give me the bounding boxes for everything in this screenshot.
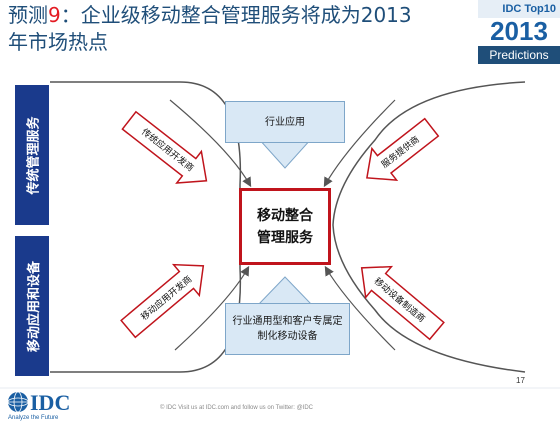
mobile-devices-label-line2: 制化移动设备 xyxy=(257,331,318,342)
side-box-traditional-label: 传统管理服务 xyxy=(26,115,42,195)
page-number: 17 xyxy=(516,376,525,385)
idc-top10-badge: IDC Top10 2013 Predictions xyxy=(478,0,560,64)
badge-predictions: Predictions xyxy=(478,46,560,64)
idc-logo-text: IDC xyxy=(30,390,71,415)
slide-title: 预测9：企业级移动整合管理服务将成为2013 年市场热点 xyxy=(8,2,478,56)
connector-top-left xyxy=(169,99,252,188)
arrow-lower-left-shape xyxy=(120,263,205,339)
arrow-upper-left-shape xyxy=(121,110,208,184)
center-label-line2: 管理服务 xyxy=(257,229,313,246)
side-box-traditional: 传统管理服务 xyxy=(15,85,49,225)
center-label-line1: 移动整合 xyxy=(257,207,313,224)
industry-apps-box: 行业应用 xyxy=(225,101,345,143)
title-line2: 年市场热点 xyxy=(8,30,108,54)
idc-globe-icon xyxy=(7,391,29,413)
footer-note: © IDC Visit us at IDC.com and follow us … xyxy=(160,405,314,411)
badge-year: 2013 xyxy=(490,16,548,46)
connector-bottom-left xyxy=(174,265,250,351)
connector-bottom-right xyxy=(324,265,396,351)
mobile-devices-label-line1: 行业通用型和客户专属定 xyxy=(232,316,343,327)
side-box-mobile-label: 移动应用和设备 xyxy=(26,260,42,352)
right-bracket-shape xyxy=(332,81,526,373)
connector-top-right xyxy=(323,99,396,188)
title-suffix: ：企业级移动整合管理服务将成为2013 xyxy=(60,3,412,27)
idc-tagline: Analyze the Future xyxy=(8,415,59,421)
title-prefix: 预测 xyxy=(8,3,48,27)
badge-top-text: IDC Top10 xyxy=(478,0,560,18)
title-number: 9 xyxy=(48,3,61,27)
mobile-devices-box: 行业通用型和客户专属定 制化移动设备 xyxy=(225,303,350,355)
arrow-upper-right-shape xyxy=(366,117,440,181)
arrow-lower-right-shape xyxy=(360,265,445,341)
center-box: 移动整合 管理服务 xyxy=(239,188,331,265)
side-box-mobile: 移动应用和设备 xyxy=(15,236,49,376)
industry-apps-label: 行业应用 xyxy=(265,116,305,128)
